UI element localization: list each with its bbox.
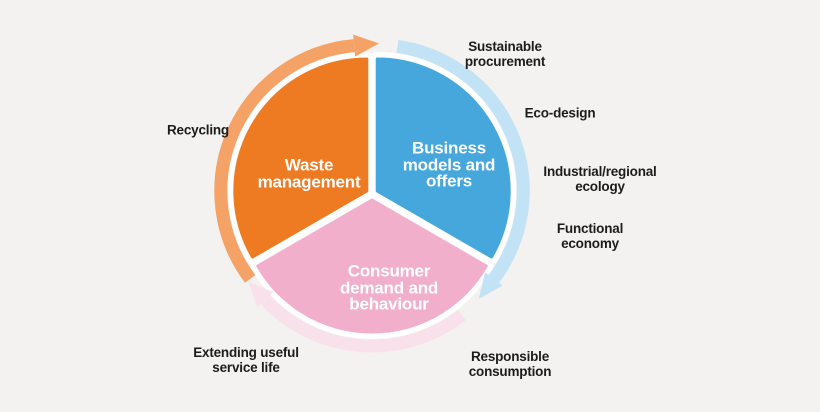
label-eco-design: Eco-design [524,105,596,121]
label-responsible-consumption: Responsible consumption [468,349,552,379]
label-industrial-regional-ecology: Industrial/regional ecology [543,164,657,194]
business-cycle-arrow-arc [396,39,530,283]
consumer-demand-segment [256,198,488,334]
waste-management-segment [233,57,369,259]
label-sustainable-procurement: Sustainable procurement [464,39,546,69]
consumer-cycle-arrow-arc [260,295,466,353]
label-recycling: Recycling [167,122,229,138]
label-functional-economy: Functional economy [556,221,624,251]
business-models-segment [375,57,511,259]
segment-label-waste-management: Waste management [257,155,361,191]
segment-label-consumer-demand: Consumer demand and behaviour [339,261,439,314]
label-extending-useful-service-life: Extending useful service life [193,345,299,375]
waste-cycle-arrow-arc [214,39,355,283]
consumer-cycle-arrowhead-icon [248,281,274,308]
segment-label-business-models: Business models and offers [402,138,496,191]
waste-cycle-arrowhead-icon [353,34,379,57]
business-cycle-arrowhead-icon [478,272,503,299]
